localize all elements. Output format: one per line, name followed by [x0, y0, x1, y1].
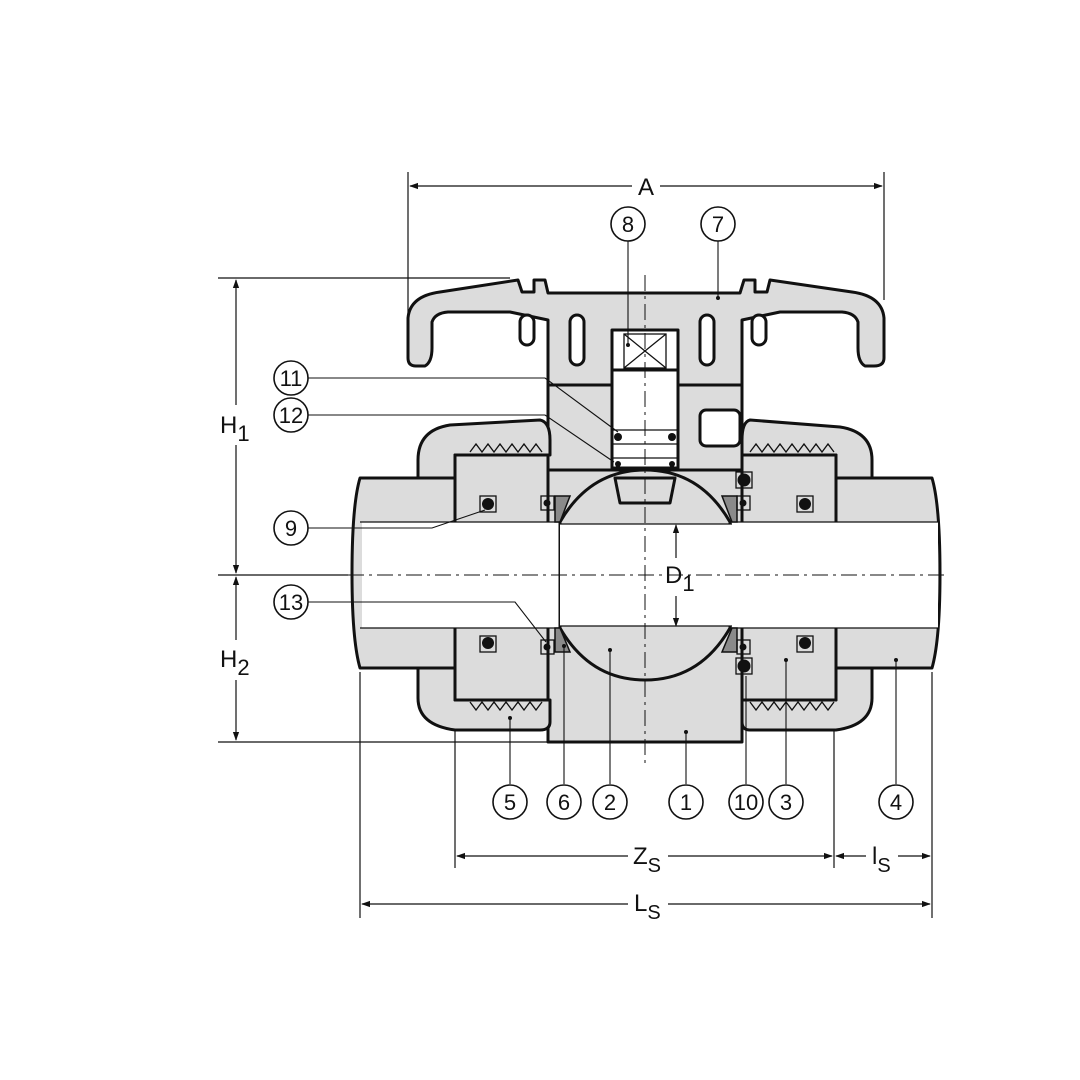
- handle-group: [406, 278, 886, 471]
- left-seat-top: [554, 495, 572, 523]
- dimension-lines: [218, 172, 933, 918]
- svg-text:5: 5: [504, 790, 516, 815]
- callout-10: 10: [728, 784, 764, 820]
- svg-text:2: 2: [604, 790, 616, 815]
- o-ring-10-bottom: [737, 659, 751, 673]
- callout-12: 12: [273, 397, 309, 433]
- svg-text:7: 7: [712, 212, 724, 237]
- stem-o-ring-11-right: [668, 433, 676, 441]
- svg-text:8: 8: [622, 212, 634, 237]
- callout-13: 13: [273, 584, 309, 620]
- dimension-H2-label: H2: [220, 646, 250, 680]
- leader-lines: [308, 240, 897, 784]
- dimension-H1-label: H1: [220, 412, 250, 446]
- neck-pocket: [698, 408, 742, 448]
- left-seat-bottom: [554, 627, 572, 653]
- stem-o-ring-11-left: [614, 433, 622, 441]
- leader-dots: [508, 296, 898, 734]
- callout-4: 4: [878, 784, 914, 820]
- svg-text:10: 10: [734, 790, 758, 815]
- callout-6: 6: [546, 784, 582, 820]
- o-ring-13-bottom: [543, 643, 551, 651]
- handle-slot-1: [568, 313, 586, 367]
- dimension-A-label: A: [638, 174, 654, 201]
- callout-2: 2: [592, 784, 628, 820]
- o-ring-9-top: [482, 498, 494, 510]
- callout-7: 7: [700, 206, 736, 242]
- valve-body-group: [350, 383, 942, 744]
- callout-1: 1: [668, 784, 704, 820]
- dimension-labels: A H1 H2 D1 ZS lS LS: [214, 172, 898, 924]
- handle-slot-2: [698, 313, 716, 367]
- handle-slot-4: [750, 313, 768, 347]
- svg-text:12: 12: [279, 403, 303, 428]
- svg-text:11: 11: [280, 366, 303, 391]
- callout-9: 9: [273, 510, 309, 546]
- part-callouts: 8 7 11 12 9 13 5 6: [273, 206, 914, 820]
- left-nut-thread-top: [469, 442, 543, 454]
- o-ring-group: [479, 471, 814, 675]
- svg-text:9: 9: [285, 516, 297, 541]
- callout-8: 8: [610, 206, 646, 242]
- right-seat-top: [720, 495, 738, 523]
- dimension-D1-label: D1: [665, 562, 695, 596]
- dimension-ls-label: lS: [872, 843, 891, 877]
- left-nut-thread-bottom: [469, 700, 543, 712]
- handle-slot-3: [518, 313, 536, 347]
- right-nut-thread-bottom: [749, 700, 835, 712]
- svg-text:1: 1: [680, 790, 692, 815]
- svg-text:6: 6: [558, 790, 570, 815]
- o-ring-10-top: [737, 473, 751, 487]
- stem-o-ring-12-right: [669, 461, 675, 467]
- svg-text:3: 3: [780, 790, 792, 815]
- stem-o-ring-12-left: [615, 461, 621, 467]
- svg-text:4: 4: [890, 790, 902, 815]
- o-ring-13-top: [543, 499, 551, 507]
- svg-text:13: 13: [279, 590, 303, 615]
- callout-11: 11: [273, 360, 309, 396]
- callout-3: 3: [768, 784, 804, 820]
- dimension-Zs-label: ZS: [633, 843, 661, 877]
- dimension-Ls-label: LS: [634, 890, 661, 924]
- right-nut-thread-top: [749, 442, 835, 454]
- o-ring-9-bottom: [482, 637, 494, 649]
- callout-5: 5: [492, 784, 528, 820]
